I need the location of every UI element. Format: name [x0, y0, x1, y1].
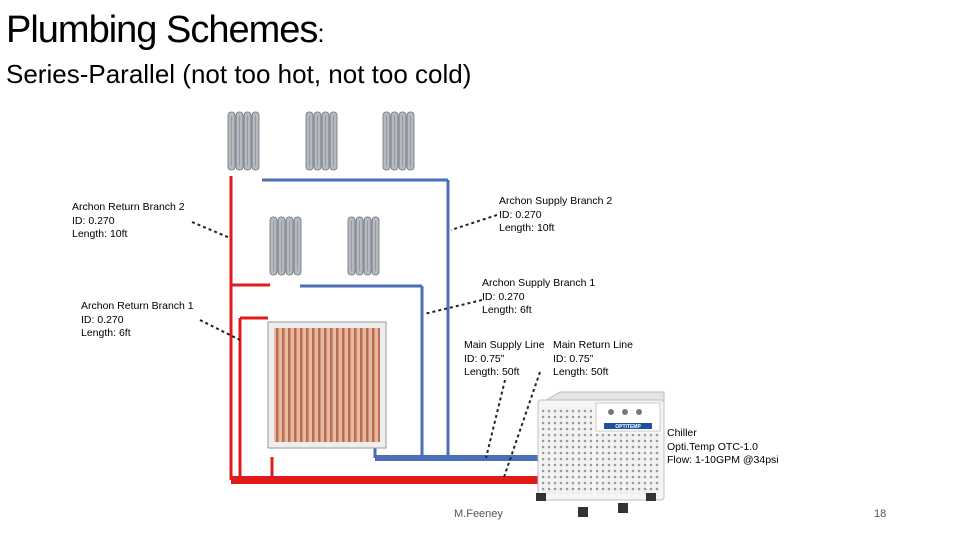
main-return-line — [231, 476, 541, 484]
archon-heatsink-lower-2 — [347, 216, 380, 276]
chiller-unit — [536, 391, 665, 517]
archon-heatsink-upper-3 — [382, 111, 415, 171]
slide-subtitle: Series-Parallel (not too hot, not too co… — [6, 59, 472, 89]
return-piping — [229, 176, 274, 480]
archon-heatsink-lower-1 — [269, 216, 302, 276]
archon-heatsink-upper-2 — [305, 111, 338, 171]
archon-heatsink-upper-1 — [227, 111, 260, 171]
main-supply-line — [375, 455, 541, 461]
copper-heat-exchanger — [267, 321, 387, 449]
chiller-brand: OPTITEMP — [615, 424, 641, 430]
slide-title: Plumbing Schemes: — [6, 9, 325, 51]
author-footer: M.Feeney — [454, 508, 503, 520]
supply-piping — [262, 178, 450, 460]
page-number: 18 — [874, 508, 887, 520]
